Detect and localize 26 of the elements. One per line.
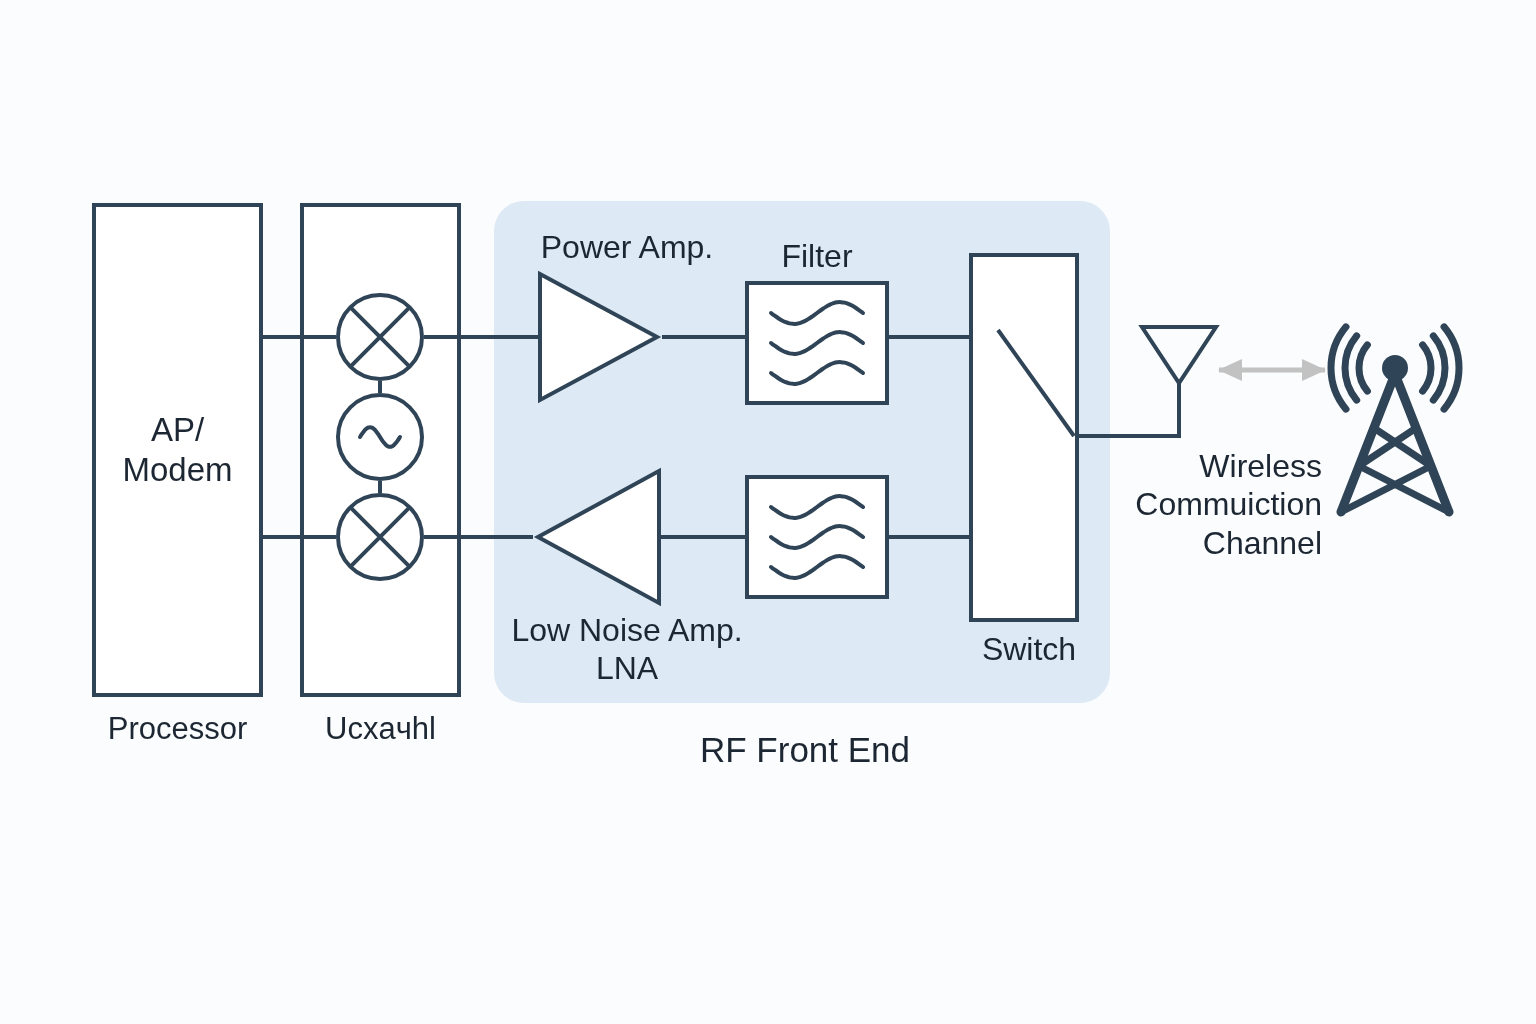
section-title: RF Front End — [699, 729, 911, 771]
double-arrow — [1218, 359, 1326, 381]
connector-line — [889, 535, 969, 539]
connector-line — [378, 481, 382, 493]
component-label: Filter — [781, 236, 853, 275]
filter-symbol — [745, 475, 889, 599]
connector-line — [424, 535, 533, 539]
mixer-symbol — [336, 293, 424, 381]
component-label: Low Noise Amp. LNA — [510, 611, 744, 688]
connector-line — [662, 335, 745, 339]
connector-line — [661, 535, 745, 539]
connector-line — [1079, 410, 1181, 438]
connector-line — [263, 335, 336, 339]
component-label: Switch — [981, 630, 1077, 669]
block-label: AP/ Modem — [121, 410, 234, 490]
antenna-symbol — [1139, 325, 1219, 410]
connector-line — [263, 535, 336, 539]
connector-line — [378, 381, 382, 393]
oscillator-symbol — [336, 393, 424, 481]
block-caption: Processor — [107, 710, 248, 748]
channel-label: Wireless Commuiction Channel — [1134, 447, 1322, 563]
mixer-symbol — [336, 493, 424, 581]
connector-line — [889, 335, 969, 339]
component-label: Power Amp. — [540, 227, 714, 266]
block-caption: Ucxaчhl — [325, 710, 436, 748]
connector-line — [424, 335, 538, 339]
